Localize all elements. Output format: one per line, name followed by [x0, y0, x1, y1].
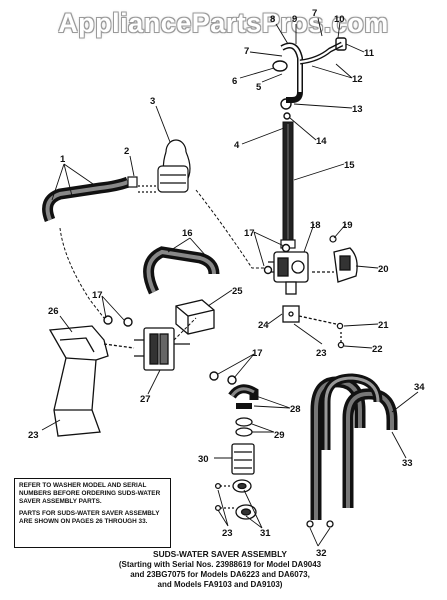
caps-part-31: [214, 479, 257, 520]
callout-17c: 17: [252, 348, 263, 359]
callout-23c: 23: [222, 528, 233, 539]
callout-31: 31: [260, 528, 271, 539]
hose-part-16: [143, 246, 220, 295]
callout-labels: 1 2 3 4 5 6 7 7 8 9 10 11 12 13 14 15 16…: [28, 8, 425, 559]
vertical-hose: [280, 121, 296, 249]
valve-body-part-27: [134, 327, 190, 371]
note-line-2: PARTS FOR SUDS-WATER SAVER ASSEMBLY ARE …: [19, 509, 160, 525]
diagram-caption: SUDS-WATER SAVER ASSEMBLY (Starting with…: [30, 549, 410, 590]
ordering-note-box: REFER TO WASHER MODEL AND SERIAL NUMBERS…: [14, 478, 171, 548]
callout-26: 26: [48, 306, 59, 317]
callout-8: 8: [270, 14, 275, 25]
callout-14: 14: [316, 136, 327, 147]
callout-18: 18: [310, 220, 321, 231]
caption-title: SUDS-WATER SAVER ASSEMBLY: [152, 549, 287, 559]
hose-part-1: [42, 176, 138, 223]
callout-21: 21: [378, 320, 389, 331]
washer-13: [280, 98, 292, 110]
callout-32: 32: [316, 548, 327, 559]
clamps-part-17: [103, 243, 291, 385]
callout-19: 19: [342, 220, 353, 231]
callout-3: 3: [150, 96, 155, 107]
rings-part-29: [235, 417, 253, 437]
callout-12: 12: [352, 74, 363, 85]
callout-15: 15: [344, 160, 355, 171]
callout-27: 27: [140, 394, 151, 405]
callout-34: 34: [414, 382, 425, 393]
caption-line-3: and Models FA9103 and DA9103): [157, 580, 283, 589]
callout-24: 24: [258, 320, 269, 331]
bracket-part-24: [282, 305, 345, 349]
callout-6: 6: [232, 76, 237, 87]
callout-23b: 23: [28, 430, 39, 441]
clamp-14: [283, 112, 291, 120]
callout-22: 22: [372, 344, 383, 355]
callout-29: 29: [274, 430, 285, 441]
callout-17b: 17: [92, 290, 103, 301]
caption-line-1: (Starting with Serial Nos. 23988619 for …: [118, 560, 322, 569]
valve-fitting: [272, 60, 288, 72]
caption-line-2: and 23BG7075 for Models DA6223 and DA607…: [130, 570, 310, 579]
callout-9: 9: [292, 14, 297, 25]
pump-part-3: [138, 139, 191, 193]
callout-10: 10: [334, 14, 345, 25]
callout-1: 1: [60, 154, 66, 165]
callout-23a: 23: [316, 348, 327, 359]
j-hoses-parts-33-34: [310, 373, 398, 520]
stand-part-26: [48, 325, 135, 437]
callout-5: 5: [256, 82, 262, 93]
callout-30: 30: [198, 454, 209, 465]
callout-16: 16: [182, 228, 193, 239]
callout-11: 11: [364, 48, 375, 59]
filter-part-20: [312, 247, 358, 283]
canister-part-30: [231, 443, 255, 475]
elbow-hose-part-28: [228, 384, 259, 409]
callout-7b: 7: [312, 8, 317, 19]
callout-20: 20: [378, 264, 389, 275]
callout-4: 4: [234, 140, 240, 151]
note-line-1: REFER TO WASHER MODEL AND SERIAL NUMBERS…: [19, 482, 161, 506]
callout-25: 25: [232, 286, 243, 297]
callout-17a: 17: [244, 228, 255, 239]
callout-7a: 7: [244, 46, 249, 57]
top-valve-assembly: [272, 37, 347, 120]
callout-33: 33: [402, 458, 413, 469]
block-part-25: [175, 299, 215, 335]
callout-13: 13: [352, 104, 363, 115]
leader-lines: [41, 17, 419, 547]
clamps-part-32: [306, 520, 334, 528]
callout-28: 28: [290, 404, 301, 415]
valve-housing-part-18: [268, 251, 309, 295]
callout-2: 2: [124, 146, 129, 157]
